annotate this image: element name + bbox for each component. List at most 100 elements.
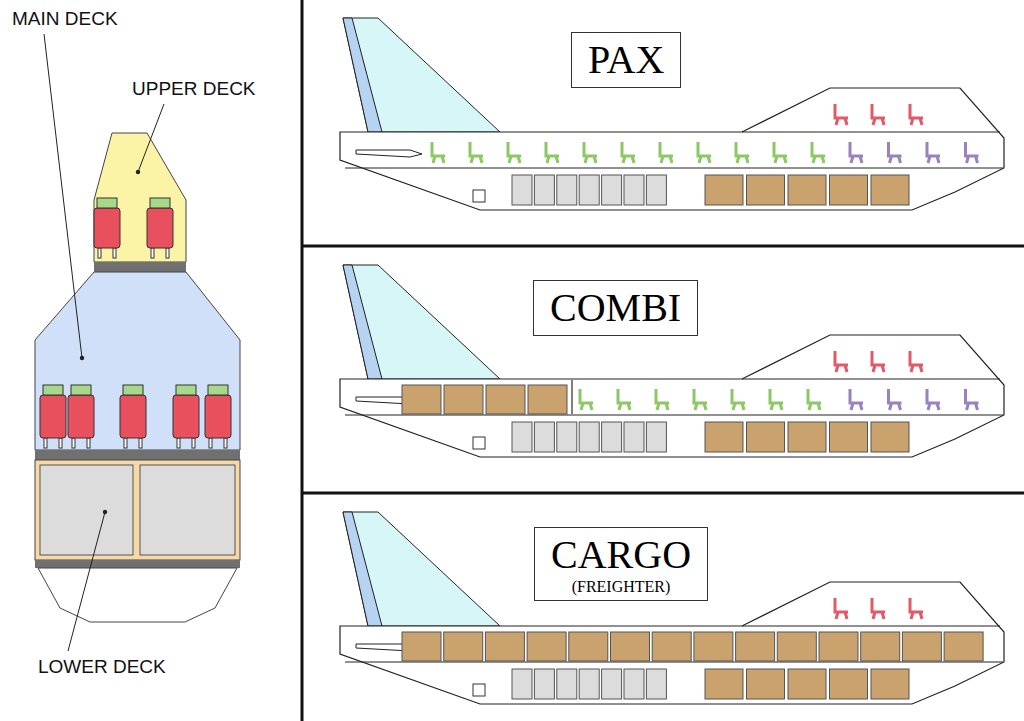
- seat-symbol: [618, 389, 631, 410]
- lower-deck-pallet: [830, 669, 868, 699]
- seat-symbol: [546, 142, 559, 163]
- lower-deck-container: [534, 175, 554, 205]
- seat-symbol: [584, 142, 597, 163]
- lower-deck-container: [512, 175, 532, 205]
- seat-symbol: [470, 142, 483, 163]
- lower-deck-pallet: [747, 175, 785, 205]
- seat-symbol: [432, 142, 445, 163]
- tail-leading-edge: [343, 265, 382, 379]
- cargo-partition: [571, 380, 573, 414]
- deck-floor: [35, 450, 240, 460]
- lower-deck-container: [512, 669, 532, 699]
- fuselage-outline: [340, 88, 1004, 210]
- lower-deck-container: [534, 422, 554, 452]
- main-deck-pallet: [611, 632, 650, 661]
- seat-symbol: [835, 351, 848, 372]
- main-deck-area: [35, 272, 240, 450]
- seat-symbol: [872, 104, 885, 125]
- panel-title-box: PAX: [571, 32, 681, 88]
- seat-symbol: [872, 351, 885, 372]
- main-deck-pallet: [569, 632, 608, 661]
- lower-deck-container: [624, 669, 644, 699]
- lower-deck-container: [557, 422, 577, 452]
- panel-divider: [302, 245, 1024, 248]
- seat-symbol: [508, 142, 521, 163]
- main-deck-pallet: [486, 385, 525, 414]
- panel-divider: [301, 0, 304, 721]
- lower-deck-container: [579, 422, 599, 452]
- tail-fin: [343, 512, 500, 626]
- lower-deck-container: [624, 422, 644, 452]
- panel-title: PAX: [588, 37, 664, 83]
- passenger-seat: [120, 385, 146, 448]
- main-deck-pallet: [819, 632, 858, 661]
- main-deck-pallet: [944, 632, 983, 661]
- bulk-hold: [473, 437, 485, 449]
- panel-title-box: COMBI: [533, 280, 698, 336]
- passenger-seat: [147, 198, 173, 258]
- seat-symbol: [770, 389, 783, 410]
- seat-symbol: [927, 142, 940, 163]
- lower-deck-container: [624, 175, 644, 205]
- main-deck-pallet: [777, 632, 816, 661]
- seat-symbol: [694, 389, 707, 410]
- aircraft-side-view: [340, 18, 1004, 210]
- fuselage-cross-section: [35, 133, 240, 622]
- lower-deck-container: [646, 669, 666, 699]
- passenger-seat: [205, 385, 231, 448]
- panel-title: CARGO: [551, 532, 691, 578]
- tail-fin: [343, 18, 500, 132]
- passenger-seat: [173, 385, 199, 448]
- leader-dot: [136, 170, 140, 174]
- cargo-container: [40, 465, 133, 555]
- main-deck-pallet: [402, 385, 441, 414]
- lower-deck-container: [602, 669, 622, 699]
- seat-symbol: [872, 598, 885, 619]
- lower-deck-pallet: [871, 175, 909, 205]
- lower-deck-pallet: [705, 669, 743, 699]
- seat-symbol: [580, 389, 593, 410]
- deck-floor: [94, 262, 186, 272]
- fuselage-outline: [340, 335, 1004, 457]
- main-deck-pallet: [527, 632, 566, 661]
- main-deck-pallet: [652, 632, 691, 661]
- seat-symbol: [910, 104, 923, 125]
- lower-deck-pallet: [788, 669, 826, 699]
- seat-symbol: [927, 389, 940, 410]
- main-deck-pallet: [528, 385, 567, 414]
- seat-symbol: [808, 389, 821, 410]
- lower-deck-pallet: [830, 175, 868, 205]
- lower-hull: [38, 568, 237, 622]
- leader-dot: [103, 510, 107, 514]
- tail-fin: [343, 265, 500, 379]
- lower-deck-pallet: [705, 422, 743, 452]
- lower-deck-pallet: [871, 422, 909, 452]
- bulk-hold: [473, 684, 485, 696]
- panel-title: COMBI: [550, 285, 681, 331]
- tail-leading-edge: [343, 512, 382, 626]
- seat-symbol: [966, 142, 979, 163]
- seat-symbol: [660, 142, 673, 163]
- leader-dot: [80, 356, 84, 360]
- main-deck-pallet: [902, 632, 941, 661]
- panel-subtitle: (FREIGHTER): [551, 578, 691, 596]
- seat-symbol: [966, 389, 979, 410]
- deck-label: UPPER DECK: [132, 78, 256, 100]
- main-deck-pallet: [694, 632, 733, 661]
- leader-line: [138, 104, 164, 172]
- panel-divider: [302, 492, 1024, 495]
- seat-symbol: [622, 142, 635, 163]
- lower-deck-pallet: [705, 175, 743, 205]
- tail-leading-edge: [343, 18, 382, 132]
- lower-deck-container: [602, 422, 622, 452]
- main-deck-pallet: [861, 632, 900, 661]
- seat-symbol: [835, 104, 848, 125]
- lower-deck-pallet: [788, 422, 826, 452]
- main-deck-pallet: [736, 632, 775, 661]
- seat-symbol: [835, 598, 848, 619]
- deck-line: [345, 132, 1003, 168]
- seat-symbol: [774, 142, 787, 163]
- bulk-hold: [473, 190, 485, 202]
